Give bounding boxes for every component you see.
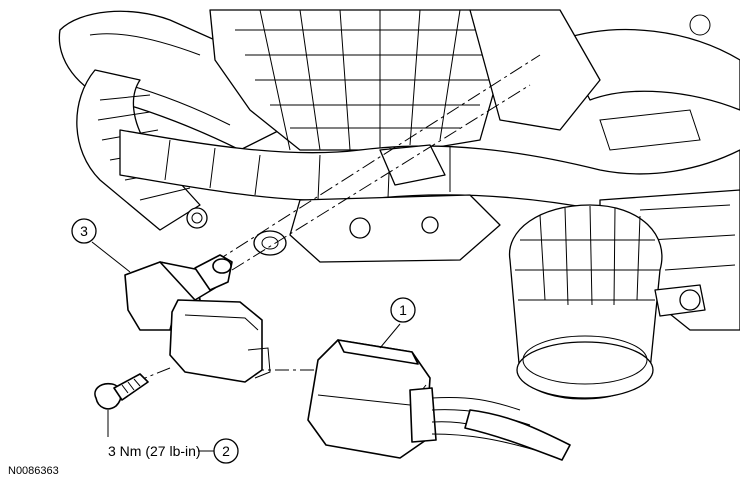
engine-background	[58, 9, 740, 400]
sensor-part-3	[124, 254, 271, 383]
callout-3-circle	[71, 218, 97, 244]
callout-3: 3	[71, 218, 131, 273]
callout-2-number: 2	[222, 443, 230, 459]
callout-1-number: 1	[399, 302, 407, 318]
callout-2: 2 3 Nm (27 lb-in)	[107, 410, 239, 464]
callout-3-number: 3	[80, 223, 88, 239]
callout-2-circle	[213, 438, 239, 464]
torque-spec-label: 3 Nm (27 lb-in)	[108, 443, 201, 459]
figure-id-label: N0086363	[8, 465, 59, 477]
connector-part-1	[307, 339, 571, 461]
bolt-part-2	[94, 373, 149, 410]
callout-1: 1	[379, 297, 416, 349]
callout-1-circle	[390, 297, 416, 323]
